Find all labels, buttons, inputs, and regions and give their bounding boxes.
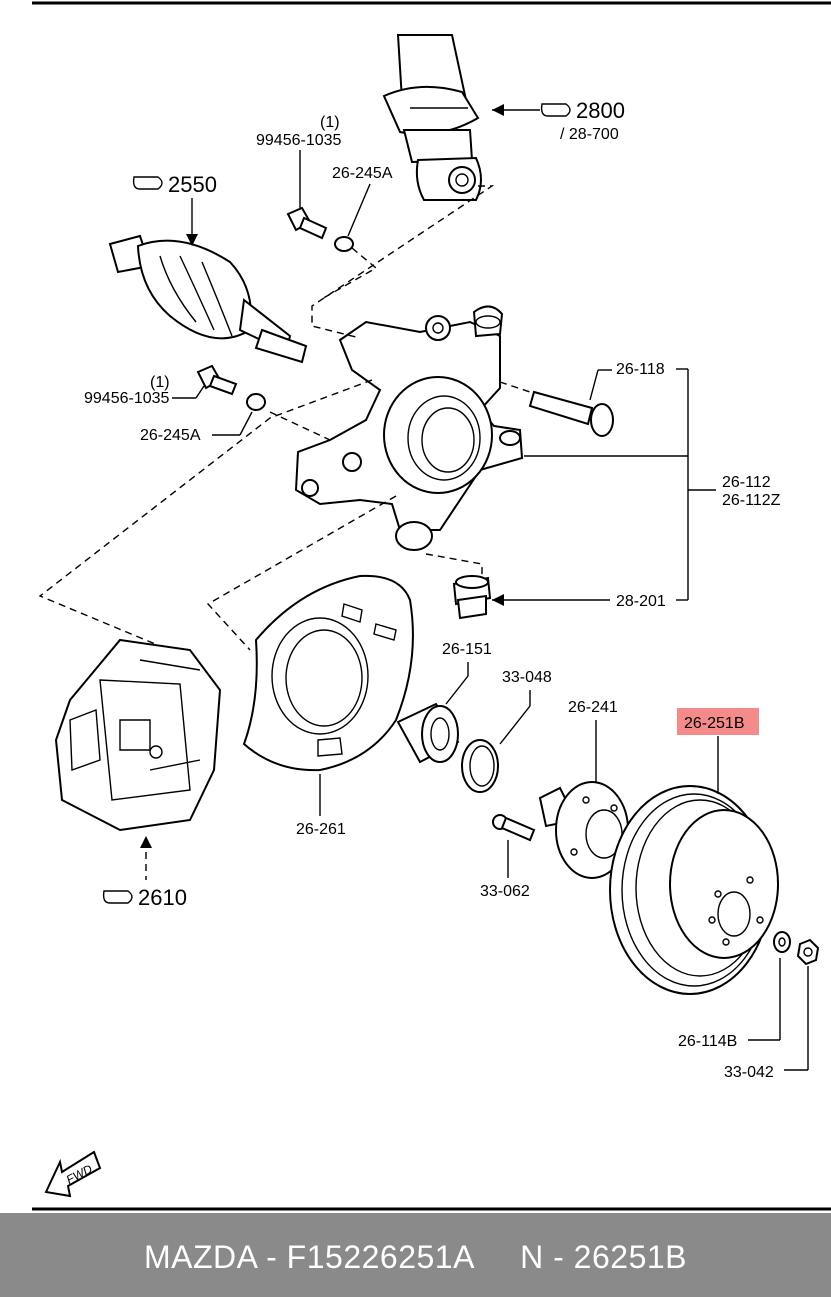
part-number-label: 99456-1035 — [84, 390, 170, 407]
bolt-99456-1035-top: (1) 99456-1035 — [256, 114, 342, 240]
part-number-label: 26-261 — [296, 821, 346, 838]
disc-part-highlight: 26-251B — [677, 708, 759, 735]
brake-caliper — [54, 638, 222, 832]
part-number-label: 28-201 — [616, 593, 666, 610]
part-number-label: 33-048 — [502, 669, 552, 686]
part-number-label: 26-118 — [616, 361, 665, 378]
footer-banner: MAZDA - F15226251A N - 26251B — [0, 1213, 831, 1297]
part-number-label: 26-245A — [140, 427, 201, 444]
washer-26-114B: 26-114B — [678, 931, 791, 1050]
part-number-label: 33-062 — [480, 883, 530, 900]
exploded-parts-diagram: 2800 / 28-700 (1) 99456-1035 26-245A 255… — [32, 1, 831, 1211]
washer-26-245A-top: 26-245A — [332, 165, 393, 252]
bolt-99456-1035-left: (1) 99456-1035 — [84, 364, 238, 407]
nut-33-042: 33-042 — [724, 938, 820, 1081]
pointing-hand-icon — [102, 890, 133, 904]
qty-label: (1) — [320, 114, 340, 131]
part-number-label: 26-114B — [678, 1033, 737, 1050]
ref-2610-callout: 2610 — [102, 836, 187, 910]
pointing-hand-icon — [540, 103, 571, 117]
drive-shaft — [108, 234, 308, 364]
part-number-label: 99456-1035 — [256, 132, 342, 149]
pointing-hand-icon — [132, 176, 163, 190]
washer-26-245A-left: 26-245A — [140, 393, 266, 444]
hub-bolt: 33-062 — [480, 814, 536, 900]
part-number-label: 26-241 — [568, 699, 618, 716]
steering-knuckle — [294, 305, 524, 551]
qty-label: (1) — [150, 374, 170, 391]
part-number-label: 33-042 — [724, 1064, 774, 1081]
part-number-label: 26-112 — [722, 474, 771, 491]
fwd-arrow-icon: FWD — [44, 1150, 102, 1198]
dust-shield: 26-261 — [242, 574, 414, 838]
ref-2550-callout: 2550 — [132, 172, 217, 246]
part-number-label: 26-245A — [332, 165, 393, 182]
ref-2550-label: 2550 — [168, 172, 217, 197]
part-number-label: 26-112Z — [722, 492, 781, 509]
part-number-label: 26-251B — [684, 715, 745, 732]
shock-absorber — [382, 34, 482, 201]
snap-ring: 33-048 — [461, 669, 552, 793]
knuckle-callout: 26-112 26-112Z — [524, 369, 781, 600]
bushing-28-201: 28-201 — [452, 575, 688, 620]
ref-2800-label: 2800 — [576, 98, 625, 123]
footer-title: MAZDA - F15226251A N - 26251B — [144, 1239, 687, 1275]
wheel-hub: 26-241 — [538, 699, 629, 879]
brake-disc — [609, 736, 779, 995]
ref-28-700-label: / 28-700 — [560, 126, 619, 143]
part-number-label: 26-151 — [442, 641, 492, 658]
assembly-dashed-lines — [38, 185, 531, 651]
bolt-26-118: 26-118 — [528, 361, 688, 437]
highlight-box — [677, 708, 759, 735]
wheel-bearing: 26-151 — [396, 641, 492, 764]
ref-2800-callout: 2800 / 28-700 — [492, 98, 625, 143]
ref-2610-label: 2610 — [138, 885, 187, 910]
